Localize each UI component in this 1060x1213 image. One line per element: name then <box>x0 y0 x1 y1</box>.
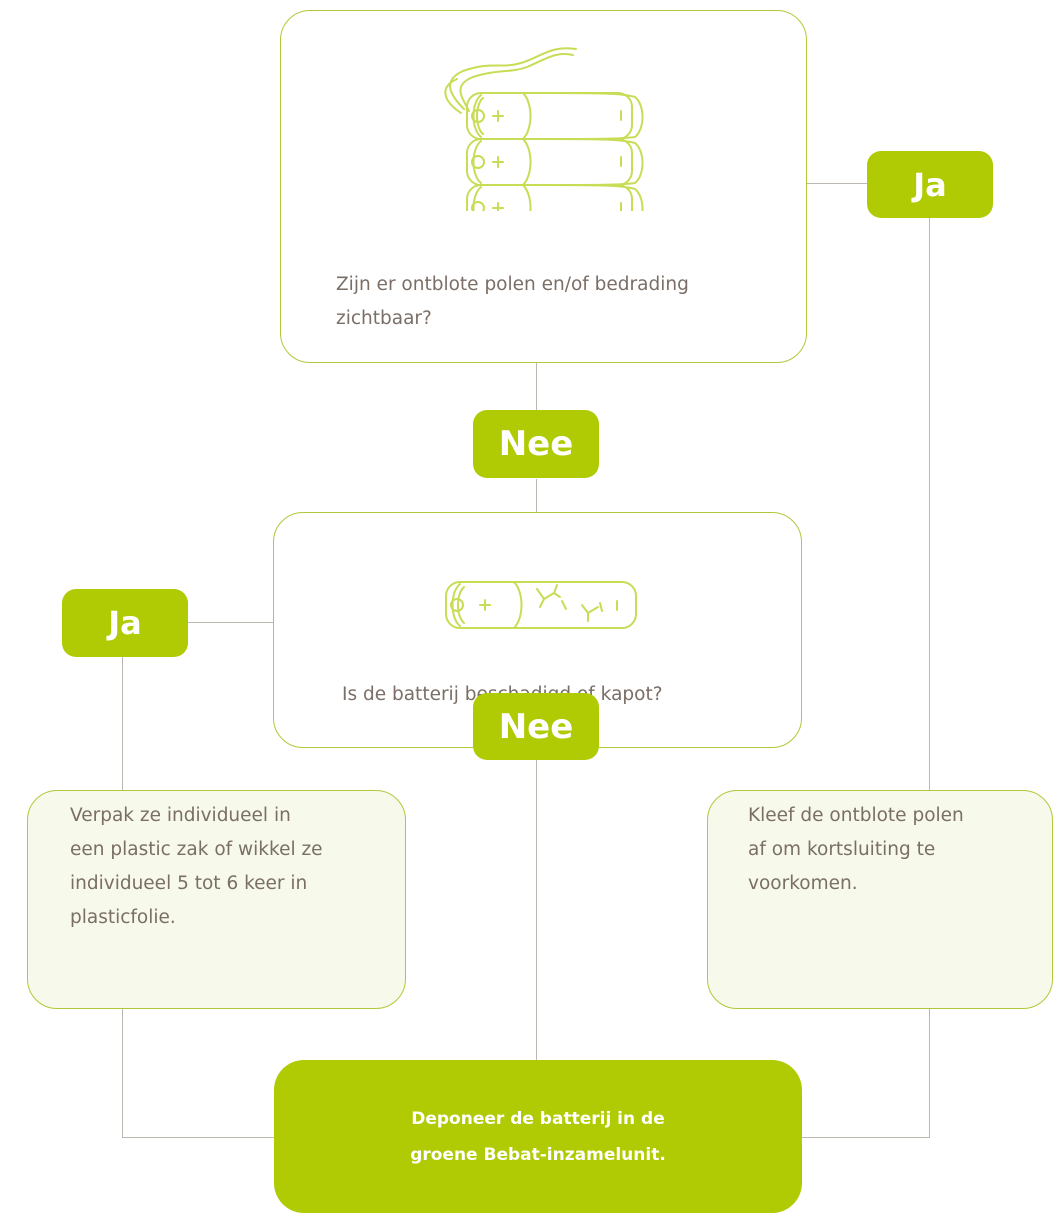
action-left-line2: een plastic zak of wikkel ze <box>70 839 323 860</box>
battery-pack-with-wire-icon <box>444 47 644 211</box>
action-left-line1: Verpak ze individueel in <box>70 805 291 826</box>
badge-no-middle: Nee <box>473 410 599 478</box>
connector-left-action-down <box>122 1008 124 1138</box>
connector-yes-left-down <box>122 656 124 790</box>
damaged-battery-icon <box>445 581 637 629</box>
action-box-wrap-battery: Verpak ze individueel in een plastic zak… <box>27 790 406 1009</box>
action-right-line2: af om kortsluiting te <box>748 839 936 860</box>
question-1-text-line2: zichtbaar? <box>336 308 432 329</box>
connector-q2-to-yes-left <box>186 622 274 624</box>
action-left-line3: individueel 5 tot 6 keer in <box>70 873 308 894</box>
connector-no-to-q2 <box>536 479 538 513</box>
question-box-exposed-poles: Zijn er ontblote polen en/of bedrading z… <box>280 10 807 363</box>
connector-right-to-final <box>801 1137 930 1139</box>
connector-right-action-down <box>929 1008 931 1138</box>
action-right-line3: voorkomen. <box>748 873 858 894</box>
action-box-tape-poles: Kleef de ontblote polen af om kortsluiti… <box>707 790 1053 1009</box>
badge-no-bottom: Nee <box>473 693 599 760</box>
badge-yes-left: Ja <box>62 589 188 657</box>
badge-yes-top: Ja <box>867 151 993 218</box>
connector-left-to-final <box>122 1137 275 1139</box>
question-1-text-line1: Zijn er ontblote polen en/of bedrading <box>336 274 689 295</box>
final-line2: groene Bebat-inzamelunit. <box>410 1144 666 1165</box>
action-left-line4: plasticfolie. <box>70 907 176 928</box>
action-right-line1: Kleef de ontblote polen <box>748 805 964 826</box>
connector-q1-to-no <box>536 363 538 413</box>
final-box-deposit: Deponeer de batterij in de groene Bebat-… <box>274 1060 802 1213</box>
connector-q2-to-final <box>536 747 538 1060</box>
question-box-damaged: Is de batterij beschadigd of kapot? <box>273 512 802 748</box>
connector-q1-to-yes-top <box>806 183 868 185</box>
connector-yes-top-down <box>929 217 931 790</box>
final-line1: Deponeer de batterij in de <box>411 1108 665 1129</box>
